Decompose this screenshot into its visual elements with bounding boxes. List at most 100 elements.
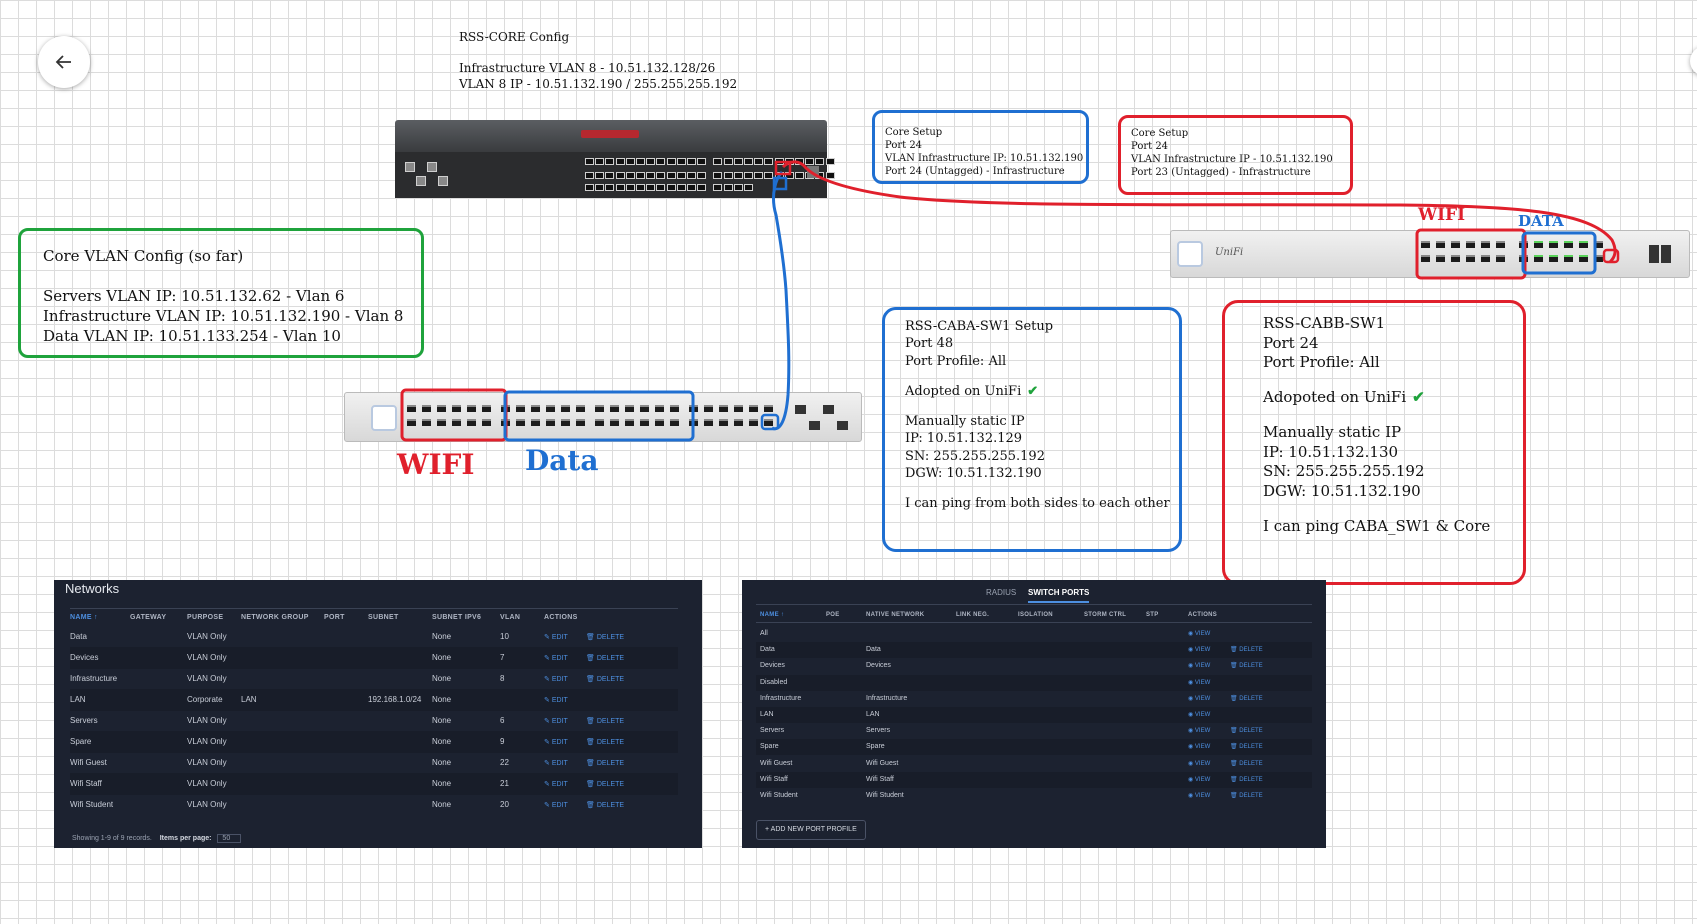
edit-button[interactable]: ✎ EDIT: [544, 781, 568, 788]
table-cell: None: [432, 716, 452, 725]
table-cell: None: [432, 779, 452, 788]
core-vlan-title: Core VLAN Config (so far): [43, 247, 244, 265]
table-cell: None: [432, 674, 452, 683]
delete-button[interactable]: 🗑 DELETE: [1230, 695, 1263, 702]
ethernet-port: [452, 419, 461, 426]
delete-button[interactable]: 🗑 DELETE: [586, 739, 625, 746]
view-button[interactable]: ◉ VIEW: [1188, 647, 1211, 654]
column-header[interactable]: SUBNET: [368, 614, 399, 621]
edit-button[interactable]: ✎ EDIT: [544, 697, 568, 704]
table-cell: None: [432, 653, 452, 662]
delete-button[interactable]: 🗑 DELETE: [586, 760, 625, 767]
view-button[interactable]: ◉ VIEW: [1188, 712, 1211, 718]
edit-button[interactable]: ✎ EDIT: [544, 676, 568, 683]
edit-button[interactable]: ✎ EDIT: [544, 655, 568, 662]
column-header[interactable]: PORT: [324, 614, 345, 621]
column-header[interactable]: SUBNET IPV6: [432, 614, 482, 621]
delete-button[interactable]: 🗑 DELETE: [1230, 760, 1263, 767]
networks-footer: Showing 1-9 of 9 records. Items per page…: [72, 834, 242, 843]
sfp-port: [405, 162, 415, 172]
delete-button[interactable]: 🗑 DELETE: [1230, 728, 1263, 735]
ethernet-port: [723, 184, 733, 191]
view-button[interactable]: ◉ VIEW: [1188, 728, 1211, 735]
core-setup-red-box: Core Setup Port 24 VLAN Infrastructure I…: [1118, 115, 1353, 195]
table-cell: VLAN Only: [187, 779, 227, 788]
eye-icon: ◉: [1188, 679, 1195, 686]
view-button[interactable]: ◉ VIEW: [1188, 776, 1211, 783]
delete-button[interactable]: 🗑 DELETE: [586, 655, 625, 662]
delete-button[interactable]: 🗑 DELETE: [1230, 776, 1263, 783]
ethernet-port: [1466, 255, 1475, 262]
column-header[interactable]: STORM CTRL: [1084, 612, 1127, 618]
column-header[interactable]: PURPOSE: [187, 614, 224, 621]
edit-button[interactable]: ✎ EDIT: [544, 718, 568, 725]
trash-icon: 🗑: [586, 634, 597, 641]
ethernet-port: [704, 419, 713, 426]
delete-button[interactable]: 🗑 DELETE: [1230, 663, 1263, 670]
column-header[interactable]: ACTIONS: [544, 614, 578, 621]
column-header[interactable]: NETWORK GROUP: [241, 614, 309, 621]
delete-button[interactable]: 🗑 DELETE: [1230, 793, 1263, 799]
table-cell: 6: [500, 716, 505, 725]
column-header[interactable]: GATEWAY: [130, 614, 167, 621]
delete-button[interactable]: 🗑 DELETE: [1230, 647, 1263, 654]
setup-line: SN: 255.255.255.192: [905, 448, 1045, 464]
ethernet-port: [636, 158, 645, 165]
profile-name: LAN: [760, 711, 774, 718]
ethernet-port: [805, 158, 815, 165]
delete-button[interactable]: 🗑 DELETE: [1230, 744, 1263, 751]
items-per-page-select[interactable]: 50: [217, 834, 242, 843]
delete-button[interactable]: 🗑 DELETE: [586, 781, 625, 788]
table-cell: VLAN Only: [187, 653, 227, 662]
native-network: Data: [866, 646, 881, 654]
column-header[interactable]: POE: [826, 612, 840, 618]
setup-line: SN: 255.255.255.192: [1263, 462, 1425, 481]
column-header[interactable]: NAME ↑: [760, 612, 785, 618]
side-panel-button[interactable]: [1690, 46, 1697, 76]
core-config-line2: VLAN 8 IP - 10.51.132.190 / 255.255.255.…: [459, 77, 738, 91]
tab-switch-ports[interactable]: SWITCH PORTS: [1028, 588, 1090, 603]
ethernet-port: [467, 419, 476, 426]
column-header[interactable]: ACTIONS: [1188, 612, 1218, 618]
view-button[interactable]: ◉ VIEW: [1188, 760, 1211, 767]
setup-line: Manually static IP: [905, 414, 1025, 430]
delete-button[interactable]: 🗑 DELETE: [586, 634, 625, 641]
edit-button[interactable]: ✎ EDIT: [544, 739, 568, 746]
column-header[interactable]: VLAN: [500, 614, 521, 621]
ethernet-port: [636, 184, 645, 191]
column-header[interactable]: NAME ↑: [70, 614, 98, 621]
column-header[interactable]: ISOLATION: [1018, 612, 1053, 618]
edit-button[interactable]: ✎ EDIT: [544, 760, 568, 767]
ethernet-port: [546, 419, 555, 426]
view-button[interactable]: ◉ VIEW: [1188, 793, 1211, 799]
view-button[interactable]: ◉ VIEW: [1188, 679, 1211, 686]
delete-button[interactable]: 🗑 DELETE: [586, 676, 625, 683]
view-button[interactable]: ◉ VIEW: [1188, 631, 1211, 637]
profile-name: Wifi Student: [760, 792, 798, 799]
add-port-profile-button[interactable]: + ADD NEW PORT PROFILE: [756, 820, 866, 840]
back-button[interactable]: [38, 36, 90, 88]
edit-button[interactable]: ✎ EDIT: [544, 634, 568, 641]
table-row: [756, 691, 1312, 707]
view-button[interactable]: ◉ VIEW: [1188, 744, 1211, 751]
switch-ports-panel: RADIUS SWITCH PORTS NAME ↑ POE NATIVE NETW…: [742, 580, 1326, 848]
ethernet-port: [437, 419, 446, 426]
delete-button[interactable]: 🗑 DELETE: [586, 802, 625, 809]
native-network: LAN: [866, 711, 880, 718]
column-header[interactable]: LINK NEG.: [956, 612, 990, 618]
setup-line: Port 24: [1263, 333, 1319, 352]
ethernet-port: [687, 172, 696, 179]
ethernet-port: [422, 419, 431, 426]
view-button[interactable]: ◉ VIEW: [1188, 695, 1211, 702]
column-header[interactable]: STP: [1146, 612, 1159, 618]
view-button[interactable]: ◉ VIEW: [1188, 663, 1211, 670]
edit-button[interactable]: ✎ EDIT: [544, 802, 568, 809]
delete-button[interactable]: 🗑 DELETE: [586, 718, 625, 725]
tab-radius[interactable]: RADIUS: [986, 588, 1017, 597]
plus-icon: +: [765, 826, 771, 833]
sfp-port: [1661, 245, 1671, 263]
column-header[interactable]: NATIVE NETWORK: [866, 612, 925, 618]
table-row: [756, 771, 1312, 788]
trash-icon: 🗑: [1230, 776, 1240, 783]
